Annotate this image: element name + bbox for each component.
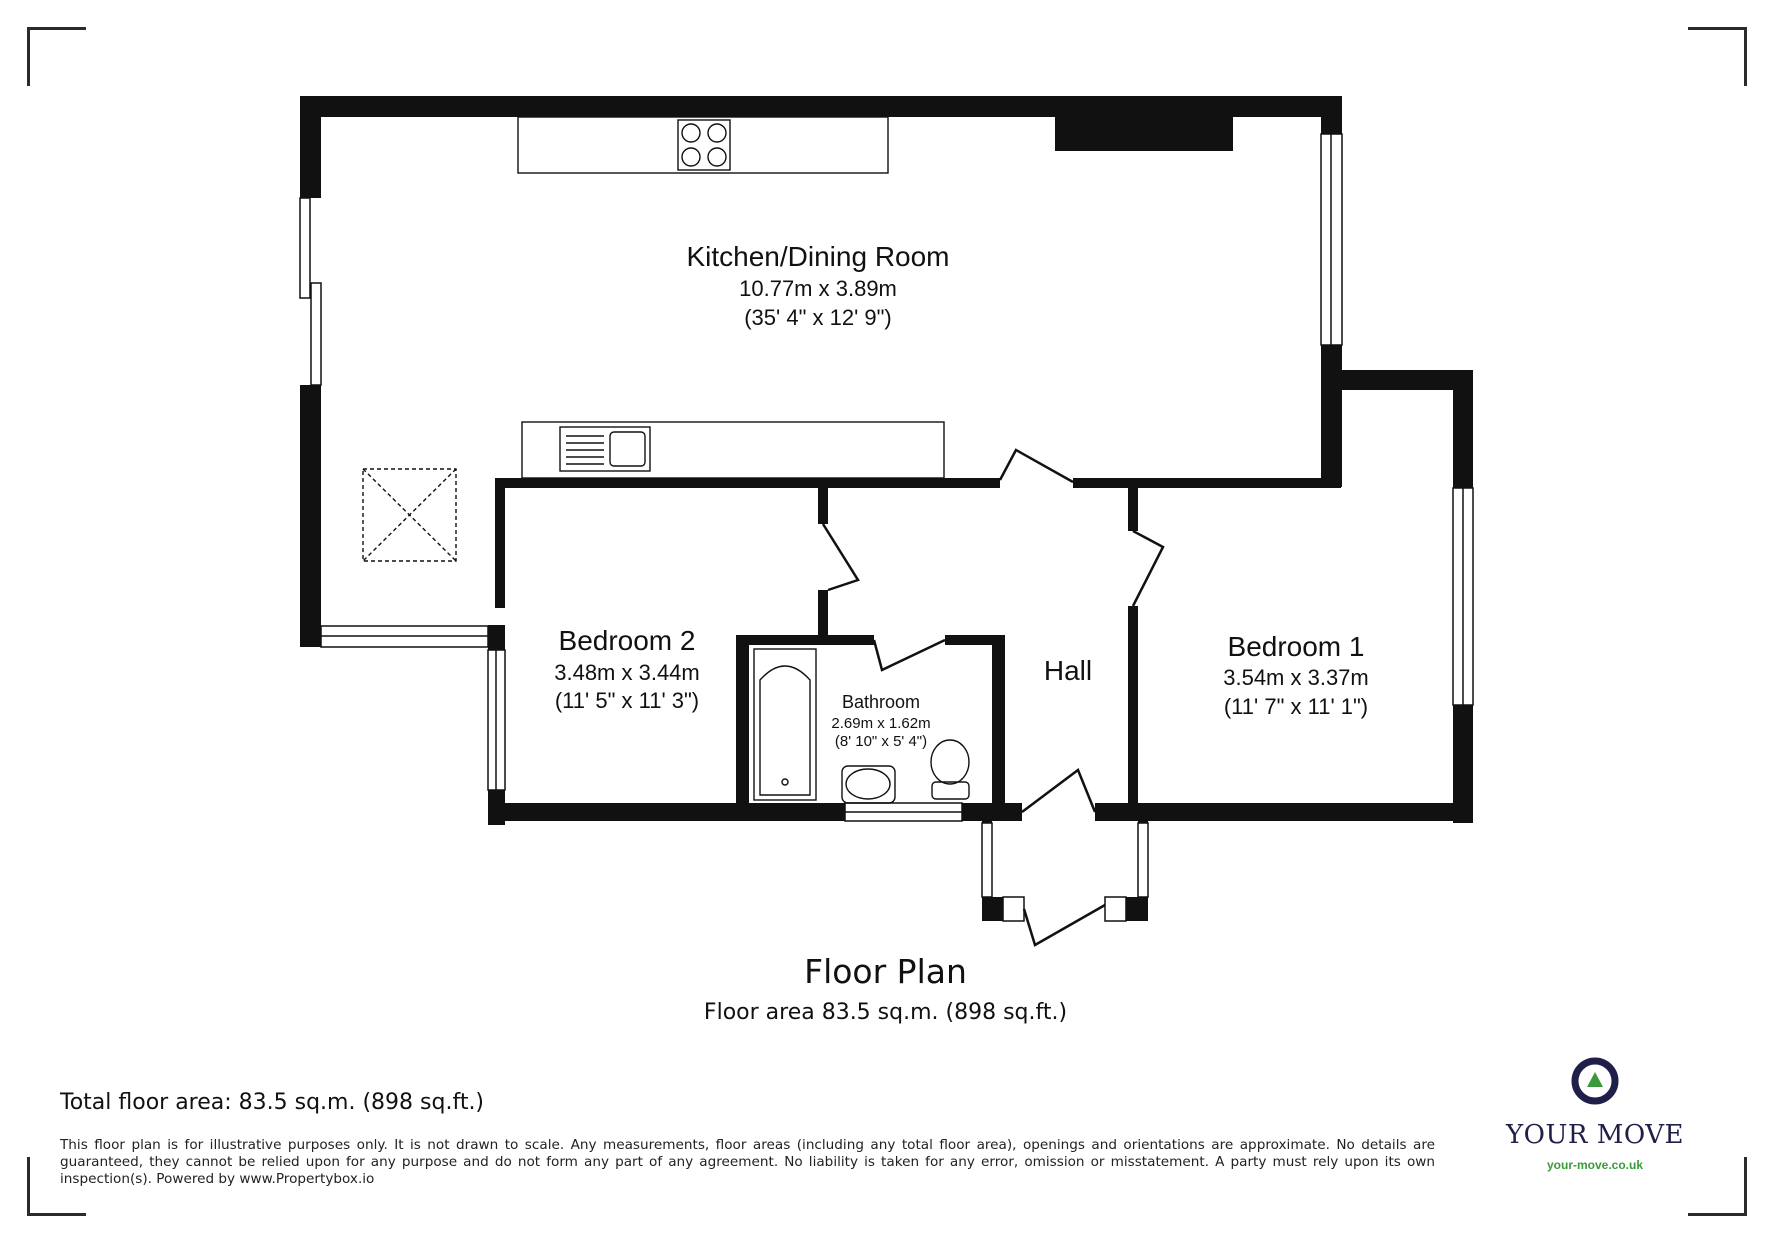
window-icon	[1104, 896, 1127, 922]
hob-icon	[677, 119, 731, 171]
window-icon	[1002, 896, 1025, 922]
room-size-bedroom-1-imperial: (11' 7" x 11' 1")	[1224, 694, 1368, 719]
room-name-bathroom: Bathroom	[842, 692, 920, 712]
door-swing-icon	[1021, 768, 1097, 813]
door-swing-icon	[998, 448, 1074, 484]
sink-icon	[559, 426, 651, 472]
room-size-bathroom-metric: 2.69m x 1.62m	[831, 715, 930, 732]
total-floor-area: Total floor area: 83.5 sq.m. (898 sq.ft.…	[60, 1090, 485, 1115]
crop-mark-bottom-right	[1688, 1157, 1747, 1216]
room-name-bedroom-2: Bedroom 2	[559, 625, 696, 656]
bath-icon	[753, 648, 817, 801]
door-swing-icon	[872, 638, 946, 672]
floor-plan-title: Floor Plan	[804, 952, 967, 991]
room-size-bedroom-1-metric: 3.54m x 3.37m	[1223, 665, 1369, 690]
window-icon	[981, 822, 993, 898]
room-size-bedroom-2-metric: 3.48m x 3.44m	[554, 660, 700, 685]
floor-area-subtitle: Floor area 83.5 sq.m. (898 sq.ft.)	[703, 1000, 1068, 1025]
toilet-icon	[930, 739, 970, 800]
doors	[821, 448, 1165, 947]
window-icon	[310, 282, 322, 386]
crop-mark-bottom-left	[27, 1157, 86, 1216]
disclaimer-text: This floor plan is for illustrative purp…	[60, 1137, 1435, 1187]
room-size-bathroom-imperial: (8' 10" x 5' 4")	[835, 733, 927, 750]
basin-icon	[841, 765, 896, 804]
room-size-kitchen-metric: 10.77m x 3.89m	[739, 276, 897, 301]
room-name-hall: Hall	[1044, 655, 1092, 686]
room-size-kitchen-imperial: (35' 4" x 12' 9")	[744, 305, 892, 330]
door-swing-icon	[1131, 529, 1165, 607]
walls	[300, 96, 1473, 921]
room-name-kitchen: Kitchen/Dining Room	[686, 241, 949, 272]
crop-mark-top-right	[1688, 27, 1747, 86]
brand-logo: YOUR MOVE your-move.co.uk	[1505, 1055, 1685, 1172]
fixtures	[362, 116, 970, 804]
brand-url: your-move.co.uk	[1546, 1158, 1644, 1172]
door-swing-icon	[1022, 903, 1106, 947]
room-labels: Kitchen/Dining Room 10.77m x 3.89m (35' …	[554, 241, 1369, 750]
brand-name: YOUR MOVE	[1506, 1120, 1684, 1150]
room-size-bedroom-2-imperial: (11' 5" x 11' 3")	[555, 688, 699, 713]
room-name-bedroom-1: Bedroom 1	[1228, 631, 1365, 662]
window-icon	[1137, 822, 1149, 898]
logo-pin-icon	[1571, 1057, 1619, 1105]
windows	[299, 133, 1474, 922]
window-icon	[299, 197, 311, 299]
door-swing-icon	[821, 523, 860, 592]
skylight-icon	[362, 468, 457, 562]
crop-mark-top-left	[27, 27, 86, 86]
